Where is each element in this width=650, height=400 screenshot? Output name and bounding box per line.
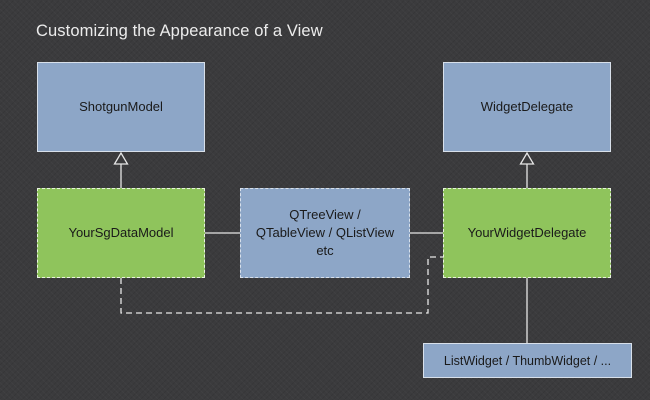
- dependency-dashed-line: [120, 256, 443, 314]
- node-your-widget-delegate: YourWidgetDelegate: [443, 188, 611, 278]
- node-label: QTreeView / QTableView / QListView etc: [255, 207, 395, 258]
- node-shotgun-model: ShotgunModel: [37, 62, 205, 152]
- diagram-title: Customizing the Appearance of a View: [36, 22, 323, 40]
- node-views: QTreeView / QTableView / QListView etc: [240, 188, 410, 278]
- node-your-sg-data-model: YourSgDataModel: [37, 188, 205, 278]
- inherit-arrow-delegate: [519, 151, 535, 165]
- node-label: YourWidgetDelegate: [467, 225, 587, 240]
- inherit-arrow-model: [113, 151, 129, 165]
- node-label: ListWidget / ThumbWidget / ...: [443, 353, 612, 368]
- node-label: YourSgDataModel: [68, 225, 174, 240]
- node-label: ShotgunModel: [79, 99, 163, 114]
- node-label: WidgetDelegate: [480, 99, 574, 114]
- node-list-widget: ListWidget / ThumbWidget / ...: [423, 343, 632, 378]
- node-widget-delegate: WidgetDelegate: [443, 62, 611, 152]
